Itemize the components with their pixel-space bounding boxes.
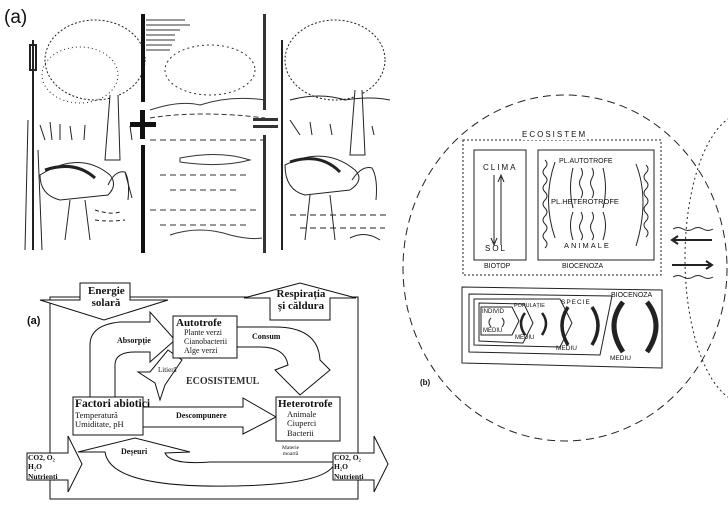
output-label: CO2, O₂ H₂O Nutrienți xyxy=(334,453,364,481)
materie-moarta-label: Materie moartă xyxy=(282,445,299,457)
hierarchy-specie-name: SPECIE xyxy=(561,299,591,306)
energy-out-label: Respirația și căldura xyxy=(272,288,330,312)
materie-moarta-line-1: Materie xyxy=(282,445,300,451)
hierarchy-biocenoza-env: MEDIU xyxy=(610,355,631,362)
output-line: Nutrienți xyxy=(334,471,364,481)
output-line: H₂O xyxy=(334,462,348,472)
biocenoza-label: BIOCENOZA xyxy=(562,263,604,270)
input-line: Nutrienți xyxy=(28,471,58,481)
input-arrow xyxy=(26,435,83,493)
neighbor-ecosystem-arc xyxy=(684,118,728,398)
descompunere-label: Descompunere xyxy=(176,411,227,420)
input-line: H₂O xyxy=(28,462,42,472)
heterotrofe-item: Ciuperci xyxy=(287,418,317,429)
deseuri-arrow xyxy=(77,437,336,487)
output-arrow xyxy=(332,435,389,493)
ecosystem-dashed-circle xyxy=(402,94,728,442)
hierarchy-individ-name: INDIVID xyxy=(482,309,505,315)
biocenoza-box xyxy=(537,149,655,261)
consum-label: Consum xyxy=(252,332,281,341)
input-label: CO2, O₂ H₂O Nutrienți xyxy=(28,453,58,481)
ecosistem-label: ECOSISTEM xyxy=(522,130,588,140)
plus-sign-icon xyxy=(130,14,156,253)
heterotrofe-content: Heterotrofe Animale Ciuperci Bacterii xyxy=(278,398,333,438)
hierarchy-biocenoza-frame xyxy=(468,293,613,356)
hierarchy-specie-frame xyxy=(473,298,573,348)
heterotrofe-title: Heterotrofe xyxy=(278,398,333,410)
biotop-box xyxy=(473,149,527,261)
biotop-bottom-label: SOL xyxy=(485,244,508,253)
factori-item: Temperatură xyxy=(75,409,118,420)
energy-in-line-1: Energie xyxy=(88,285,125,297)
ecosistem-frame xyxy=(462,139,662,276)
autotrofe-box xyxy=(172,315,238,359)
input-line: CO2, O₂ xyxy=(28,453,55,462)
absorptie-label: Absorpție xyxy=(117,336,151,345)
absorptie-arrow xyxy=(89,310,176,398)
ecosistemul-label: ECOSISTEMUL xyxy=(186,376,260,387)
heterotrofe-item: Animale xyxy=(287,409,317,420)
biocenoza-level: PL.HETEROTROFE xyxy=(551,197,619,206)
heterotrofe-item: Bacterii xyxy=(287,427,314,438)
factori-title: Factori abiotici xyxy=(75,398,151,410)
heterotrofe-box xyxy=(275,396,341,442)
hierarchy-populatie-name: POPULAȚIE xyxy=(514,303,545,309)
factori-abiotici-content: Factori abiotici Temperatură Umiditate, … xyxy=(75,398,150,429)
landscape-scene-icon xyxy=(146,19,266,240)
panel-top-label: (a) xyxy=(4,7,28,28)
litiera-arrow xyxy=(136,349,183,402)
autotrofe-item: Alge verzi xyxy=(184,345,218,355)
factori-item: Umiditate, pH xyxy=(75,418,124,429)
output-line: CO2, O₂ xyxy=(334,453,361,462)
panel-a-label: (a) xyxy=(27,315,41,327)
litiera-label: Litieră xyxy=(158,366,177,374)
consum-arrow xyxy=(236,326,331,396)
biocenoza-level: ANIMALE xyxy=(564,241,611,250)
stork-scene-icon xyxy=(24,19,146,251)
hierarchy-populatie-frame xyxy=(478,302,534,344)
biocenoza-level: PL.AUTOTROFE xyxy=(559,158,613,165)
hierarchy-specie-env: MEDIU xyxy=(556,345,577,352)
autotrofe-item: Cianobacterii xyxy=(184,336,228,346)
energy-in-line-2: solară xyxy=(91,297,121,310)
autotrofe-content: Autotrofe Plante verzi Cianobacterii Alg… xyxy=(176,317,227,355)
energy-out-line-1: Respirația xyxy=(276,288,326,300)
factori-abiotici-box xyxy=(72,396,144,436)
autotrofe-title: Autotrofe xyxy=(176,317,222,329)
energy-out-arrow xyxy=(243,282,357,321)
energy-in-label: Energie solară xyxy=(88,285,125,310)
autotrofe-item: Plante verzi xyxy=(184,328,222,338)
descompunere-arrow xyxy=(142,397,278,435)
biotop-label: BIOTOP xyxy=(484,263,511,270)
materie-moarta-line-2: moartă xyxy=(282,451,299,458)
biotop-top-label: CLIMA xyxy=(483,163,518,172)
equals-sign-icon xyxy=(253,14,278,253)
hierarchy-outer-frame xyxy=(461,286,663,369)
energy-out-line-2: și căldura xyxy=(277,300,325,313)
hierarchy-populatie-env: MEDIU xyxy=(515,335,535,341)
stork-in-landscape-icon xyxy=(281,19,391,250)
hierarchy-individ-env: MEDIU xyxy=(483,328,503,334)
hierarchy-biocenoza-name: BIOCENOZA xyxy=(611,292,653,299)
panel-b-label: (b) xyxy=(420,378,431,387)
hierarchy-individ-frame xyxy=(480,306,520,336)
ecosystem-frame xyxy=(49,296,359,500)
energy-in-arrow xyxy=(39,282,169,321)
deseuri-label: Deșeuri xyxy=(121,447,148,456)
